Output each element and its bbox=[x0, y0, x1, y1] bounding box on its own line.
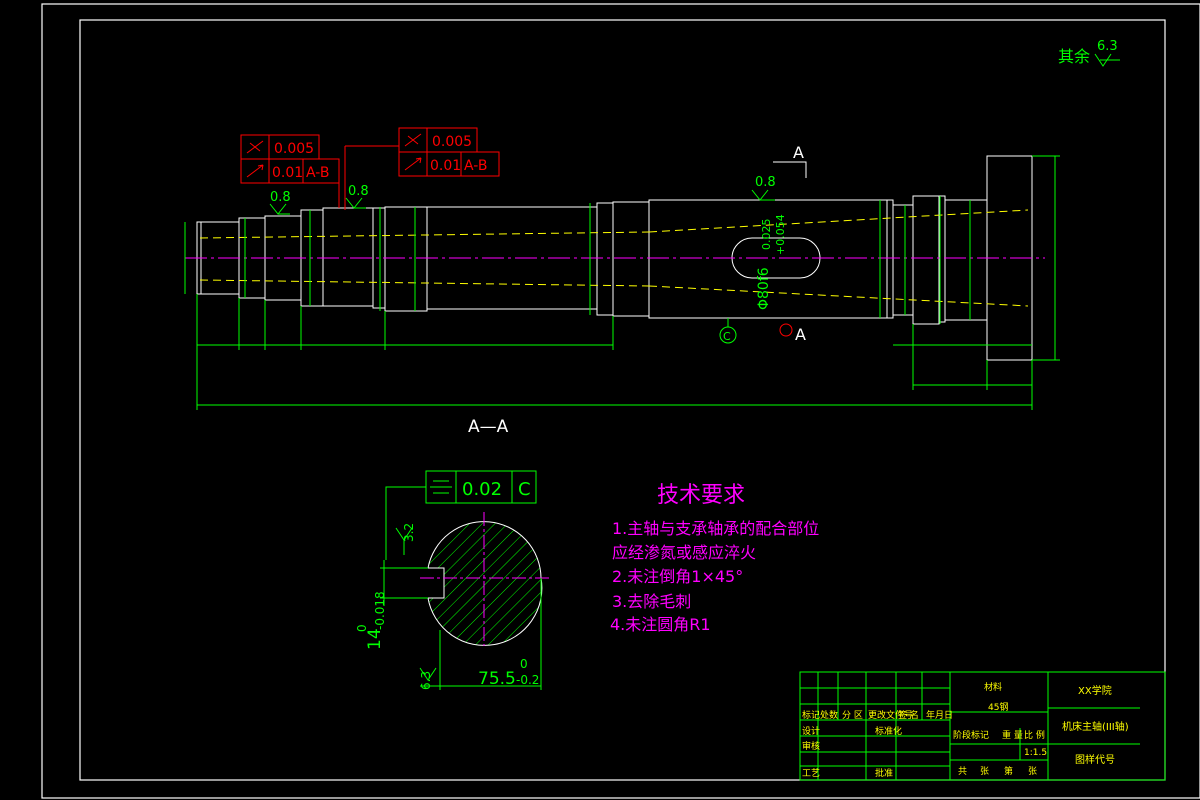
header: 处数 bbox=[820, 709, 838, 721]
std-label: 标准化 bbox=[875, 725, 902, 737]
svg-text:0.8: 0.8 bbox=[755, 175, 776, 190]
keyway-tol2: +0.054 bbox=[774, 214, 787, 255]
tech-item: 应经渗氮或感应淬火 bbox=[612, 543, 756, 562]
tech-item: 4.未注圆角R1 bbox=[610, 615, 711, 634]
runout-arrow-icon bbox=[404, 157, 422, 171]
school-name: XX学院 bbox=[1078, 684, 1112, 697]
section-view-title: A—A bbox=[468, 417, 509, 437]
part-name: 机床主轴(III轴) bbox=[1062, 720, 1129, 733]
symmetry-value: 0.02 bbox=[462, 479, 502, 500]
default-roughness: 其余 6.3 bbox=[1058, 39, 1120, 67]
sheet-label: 张 bbox=[1028, 766, 1037, 777]
header: 签 名 bbox=[898, 709, 919, 721]
row-label: 设计 bbox=[802, 725, 820, 737]
roughness-icon bbox=[345, 197, 366, 209]
keyway-tol: 0.025 bbox=[760, 219, 773, 251]
row-label: 工艺 bbox=[802, 768, 820, 779]
svg-text:0.8: 0.8 bbox=[270, 190, 291, 205]
roughness-top: 3.2 bbox=[402, 523, 416, 542]
keyway-labels: Φ80f6 0.025 +0.054 bbox=[756, 214, 787, 310]
tech-requirements: 技术要求 1.主轴与支承轴承的配合部位 应经渗氮或感应淬火 2.未注倒角1×45… bbox=[610, 483, 819, 634]
runout-arrow-icon bbox=[246, 164, 264, 178]
title-block-text: XX学院 机床主轴(III轴) 图样代号 材料 45钢 1:1.5 阶段标记 重… bbox=[802, 681, 1129, 779]
material-label: 材料 bbox=[984, 681, 1002, 693]
depth-upper: 0 bbox=[355, 624, 369, 632]
sheet-label: 共 bbox=[958, 766, 967, 777]
hidden-lines bbox=[199, 209, 1029, 307]
header: 标记 bbox=[802, 709, 820, 721]
default-roughness-value: 6.3 bbox=[1097, 39, 1118, 54]
material: 45钢 bbox=[988, 701, 1008, 713]
tolerance-value: 0.01 bbox=[430, 158, 461, 174]
tolerance-frame-2: 0.005 0.01 A-B bbox=[344, 127, 500, 210]
inner-frame bbox=[79, 19, 1166, 781]
tolerance-value: 0.005 bbox=[432, 134, 472, 150]
row-label: 审核 bbox=[802, 740, 820, 752]
roughness-mark: 0.8 bbox=[269, 190, 291, 215]
tolerance-value: 0.005 bbox=[274, 141, 314, 157]
cut-label: A bbox=[793, 143, 804, 162]
tech-item: 2.未注倒角1×45° bbox=[612, 567, 743, 586]
approve-label: 批准 bbox=[875, 767, 893, 779]
keyway-dia: Φ80f6 bbox=[756, 267, 772, 310]
stage-label: 阶段标记 bbox=[953, 729, 989, 741]
scale: 1:1.5 bbox=[1024, 748, 1047, 758]
weight-label: 重 量 bbox=[1002, 729, 1023, 741]
depth-lower: -0.018 bbox=[373, 591, 387, 630]
header: 分 区 bbox=[842, 710, 863, 721]
dimension-lines bbox=[184, 155, 1060, 410]
drawing-no: 图样代号 bbox=[1075, 753, 1115, 766]
tech-title: 技术要求 bbox=[657, 483, 745, 508]
width-upper: 0 bbox=[520, 657, 528, 671]
datum-c: C bbox=[723, 330, 731, 343]
section-cut-marker: A A C bbox=[719, 143, 807, 344]
roughness-icon bbox=[1094, 53, 1120, 67]
datum-ref: A-B bbox=[464, 158, 487, 174]
tech-item: 1.主轴与支承轴承的配合部位 bbox=[612, 519, 819, 538]
default-roughness-label: 其余 bbox=[1058, 47, 1090, 66]
sheet-label: 张 bbox=[980, 766, 989, 777]
title-block bbox=[799, 671, 1166, 781]
roughness-mark: 0.8 bbox=[751, 175, 776, 201]
symmetry-icon bbox=[430, 480, 452, 494]
symmetry-datum: C bbox=[518, 479, 531, 500]
tolerance-value: 0.01 bbox=[272, 165, 303, 181]
header: 更改文件号 bbox=[868, 709, 913, 721]
width-dim: 75.5 bbox=[478, 669, 516, 689]
runout-icon bbox=[246, 140, 264, 154]
roughness-icon bbox=[269, 203, 290, 215]
datum-ref: A-B bbox=[306, 165, 329, 181]
tech-item: 3.去除毛刺 bbox=[612, 592, 691, 611]
width-lower: -0.2 bbox=[516, 673, 539, 687]
section-view: 0.02 C 14 0 -0.018 3.2 6.3 75.5 0 -0.2 bbox=[355, 470, 552, 690]
outer-frame bbox=[41, 3, 1200, 799]
runout-icon bbox=[404, 133, 422, 147]
datum-a: A bbox=[795, 325, 806, 344]
roughness-bottom: 6.3 bbox=[419, 671, 433, 690]
roughness-icon bbox=[751, 189, 775, 201]
header: 年月日 bbox=[926, 709, 953, 721]
ratio-label: 比 例 bbox=[1024, 729, 1045, 741]
depth-dim: 14 bbox=[365, 628, 385, 650]
svg-text:0.8: 0.8 bbox=[348, 184, 369, 199]
tolerance-frame-1: 0.005 0.01 A-B bbox=[240, 134, 340, 208]
roughness-mark: 0.8 bbox=[345, 184, 369, 209]
sheet-label: 第 bbox=[1004, 765, 1013, 777]
